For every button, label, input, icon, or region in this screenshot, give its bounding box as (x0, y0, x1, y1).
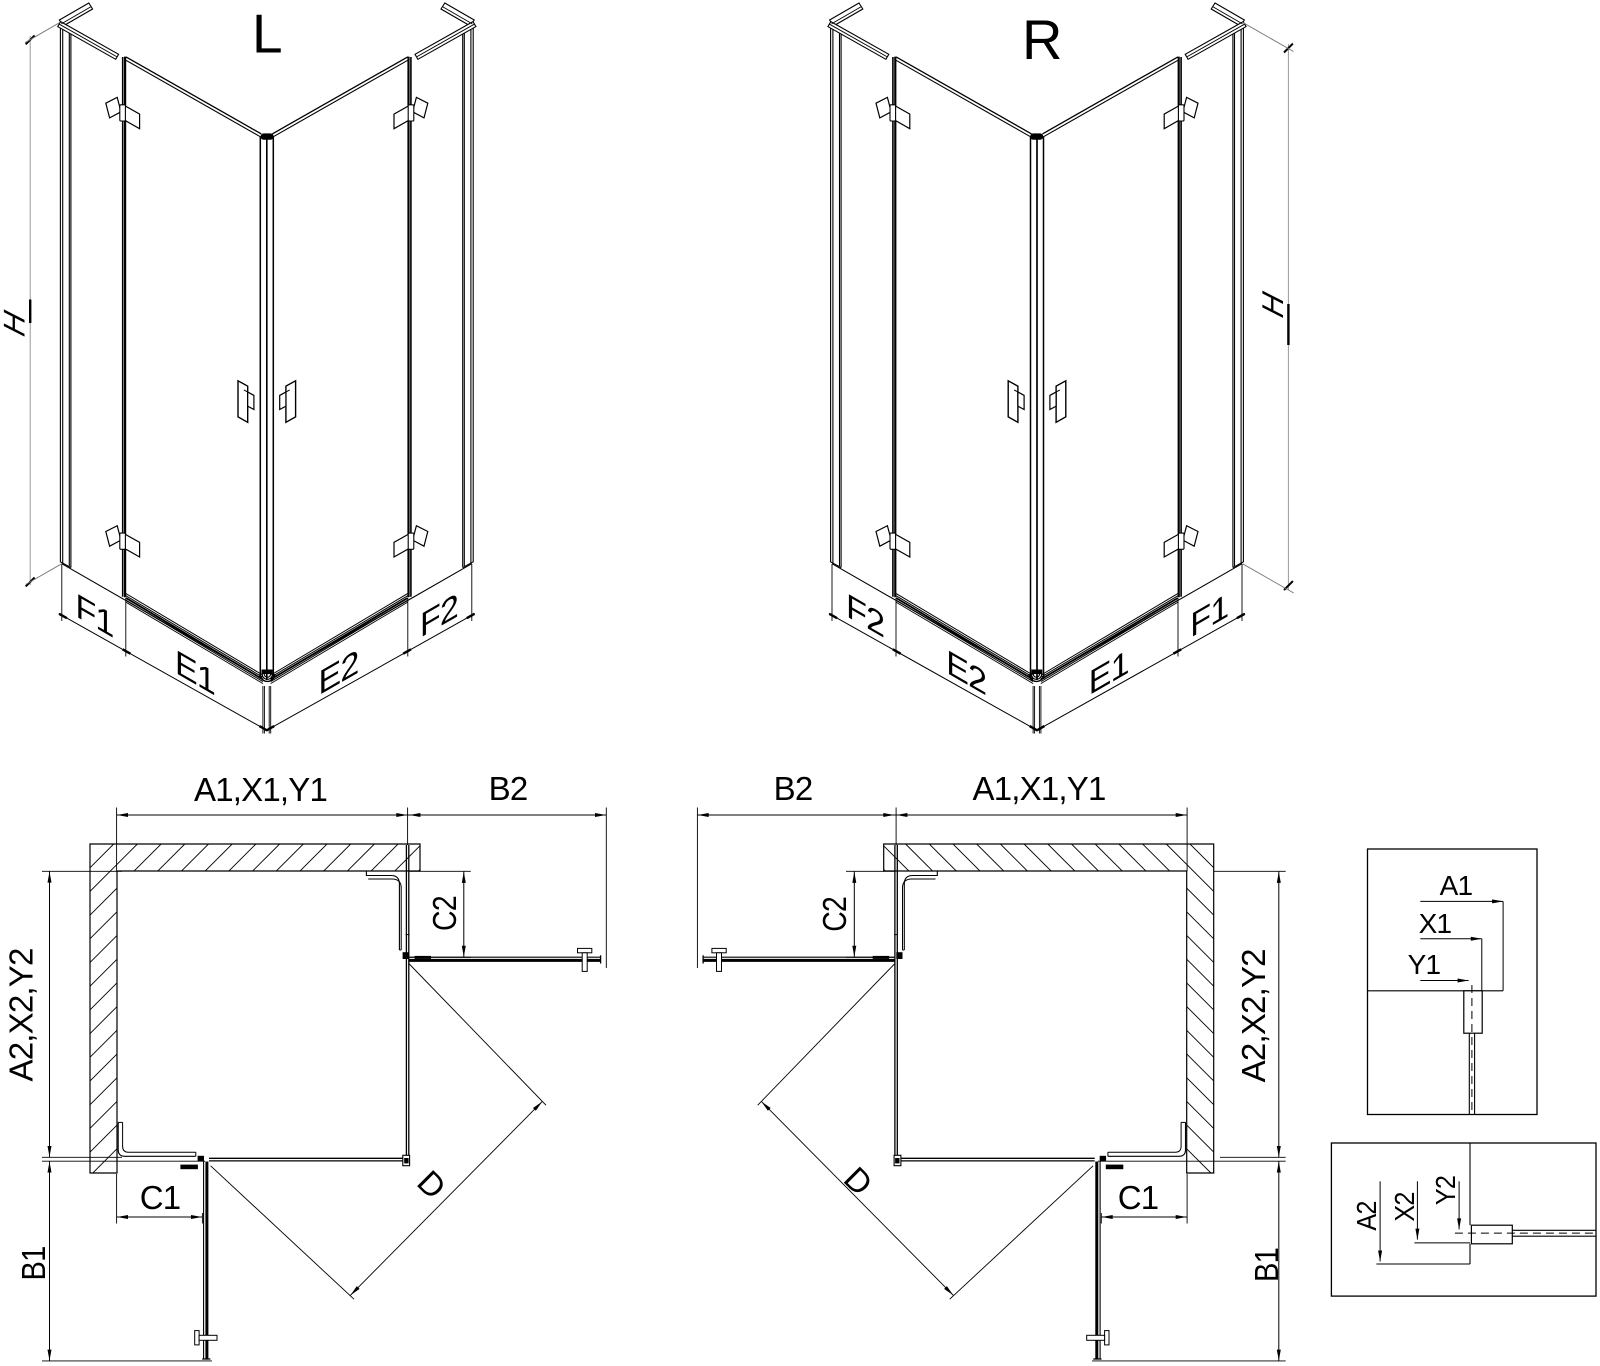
svg-text:A2: A2 (1351, 1201, 1383, 1230)
svg-text:C1: C1 (1118, 1179, 1159, 1216)
svg-text:C2: C2 (426, 896, 464, 931)
svg-text:B2: B2 (774, 770, 813, 807)
svg-text:B2: B2 (489, 770, 528, 807)
svg-text:A1,X1,Y1: A1,X1,Y1 (972, 770, 1105, 807)
svg-text:Y2: Y2 (1430, 1176, 1462, 1205)
svg-text:A1: A1 (1440, 870, 1473, 901)
svg-text:L: L (252, 3, 282, 65)
svg-text:C1: C1 (140, 1179, 181, 1216)
svg-text:A1,X1,Y1: A1,X1,Y1 (194, 771, 327, 808)
svg-text:X2: X2 (1389, 1192, 1421, 1221)
svg-text:Y1: Y1 (1408, 949, 1441, 980)
svg-text:R: R (1022, 8, 1062, 71)
svg-text:X1: X1 (1419, 908, 1452, 939)
svg-text:A2,X2,Y2: A2,X2,Y2 (3, 948, 40, 1081)
svg-text:B1: B1 (15, 1246, 52, 1280)
svg-text:A2,X2,Y2: A2,X2,Y2 (1235, 949, 1272, 1082)
svg-text:B1: B1 (1248, 1248, 1285, 1282)
svg-text:C2: C2 (816, 897, 854, 932)
